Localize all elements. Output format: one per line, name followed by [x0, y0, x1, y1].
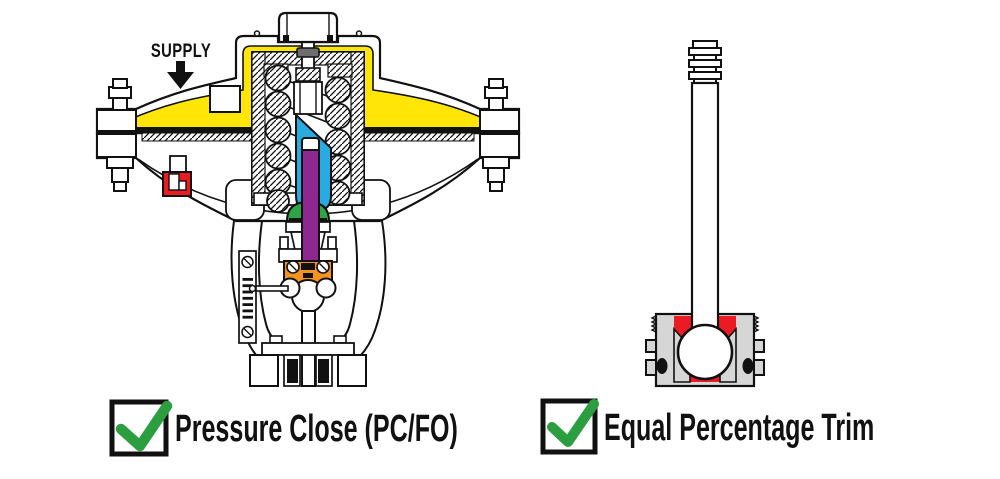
vent-fitting-red — [162, 155, 192, 197]
o-ring-right — [742, 358, 754, 374]
supply-arrow-icon — [167, 61, 194, 89]
dome-bump — [355, 30, 363, 37]
bonnet-and-legs — [249, 335, 367, 387]
checkmark-icon — [547, 399, 599, 447]
adjusting-screw — [295, 41, 321, 85]
bonnet-stud — [287, 359, 298, 383]
caption-equal-percentage-trim-label: Equal Percentage Trim — [604, 406, 874, 448]
stem-connector-orange — [283, 260, 333, 284]
stem-clamp — [279, 277, 337, 313]
o-ring-left — [656, 358, 668, 374]
stem-shaft — [690, 81, 720, 337]
screw-head — [296, 47, 320, 58]
caption-equal-percentage-trim: Equal Percentage Trim — [540, 398, 874, 455]
supply-port-boss — [209, 85, 241, 113]
caption-pressure-close: Pressure Close (PC/FO) — [109, 399, 458, 457]
thread-marks — [650, 315, 658, 333]
actuator-cross-section: SUPPLY — [95, 11, 521, 387]
trim-detail — [645, 40, 765, 388]
actuator-spring — [264, 64, 352, 213]
valve-stem-purple — [301, 149, 320, 263]
ball-plug — [676, 323, 734, 381]
supply-label: SUPPLY — [151, 40, 211, 61]
top-cap — [277, 11, 339, 44]
bonnet-stud — [318, 359, 329, 383]
caption-pressure-close-label: Pressure Close (PC/FO) — [175, 407, 458, 449]
travel-indicator-scale — [238, 250, 289, 344]
dome-bump — [253, 30, 261, 37]
flange-right — [479, 78, 520, 192]
stem-thread — [688, 40, 722, 85]
stem-guide-tube — [293, 81, 323, 115]
flange-left — [96, 78, 137, 192]
lock-nut — [295, 67, 321, 82]
checkmark-icon — [115, 400, 173, 452]
thread-marks — [752, 315, 760, 333]
travel-pointer — [255, 285, 289, 292]
